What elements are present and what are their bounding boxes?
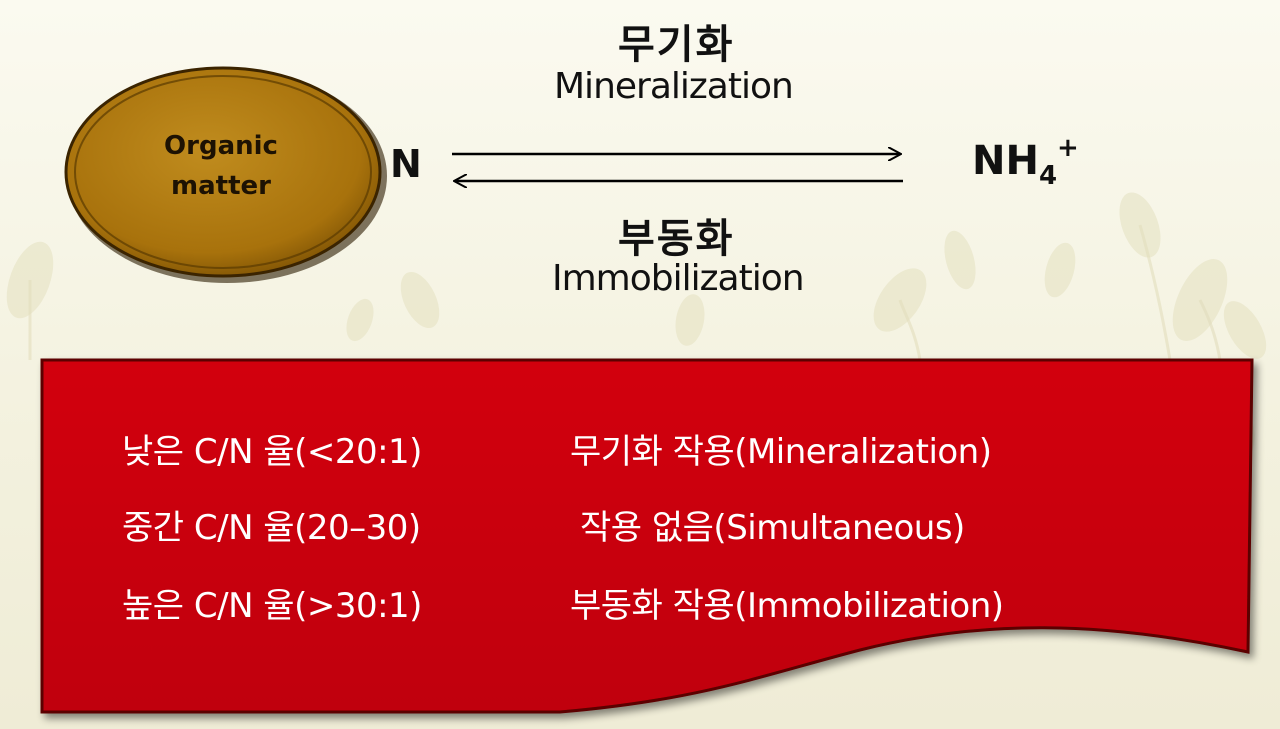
ratio-condition-low: 낮은 C/N 율(<20:1) bbox=[122, 432, 422, 472]
organic-matter-ellipse bbox=[64, 66, 387, 283]
immobilization-korean-label: 부동화 bbox=[618, 216, 735, 262]
organic-matter-label: Organic matter bbox=[116, 126, 326, 206]
ammonium-superscript: + bbox=[1057, 133, 1079, 163]
ratio-condition-mid: 중간 C/N 율(20–30) bbox=[122, 508, 421, 548]
ratio-effect-mid: 작용 없음(Simultaneous) bbox=[580, 508, 965, 548]
nitrogen-label: N bbox=[390, 142, 422, 186]
leaf-decoration bbox=[6, 192, 1267, 458]
mineralization-english-label: Mineralization bbox=[554, 66, 794, 107]
stem-decoration bbox=[28, 224, 1222, 361]
ratio-effect-high: 부동화 작용(Immobilization) bbox=[570, 586, 1004, 626]
organic-matter-line2: matter bbox=[171, 171, 271, 201]
ammonium-base: NH bbox=[972, 138, 1039, 184]
ammonium-subscript: 4 bbox=[1038, 161, 1058, 191]
ratio-condition-high: 높은 C/N 율(>30:1) bbox=[122, 586, 422, 626]
ammonium-label: NH4+ bbox=[972, 133, 1079, 191]
immobilization-english-label: Immobilization bbox=[552, 258, 805, 299]
cn-ratio-panel bbox=[40, 358, 1254, 714]
ratio-effect-low: 무기화 작용(Mineralization) bbox=[570, 432, 992, 472]
organic-matter-line1: Organic bbox=[164, 131, 278, 161]
mineralization-korean-label: 무기화 bbox=[618, 22, 735, 68]
